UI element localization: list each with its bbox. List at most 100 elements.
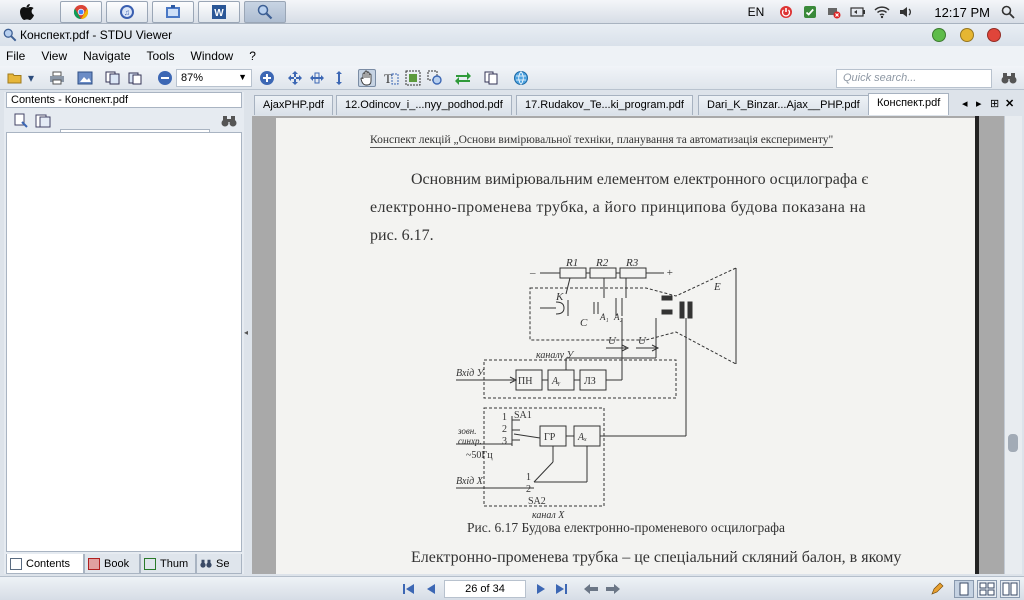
open-folder-icon[interactable] <box>6 69 24 87</box>
forward-arrow-icon[interactable] <box>604 581 622 597</box>
panel-splitter[interactable]: ◂ <box>244 92 252 574</box>
menu-navigate[interactable]: Navigate <box>83 49 131 63</box>
figure-caption: Рис. 6.17 Будова електронно-променевого … <box>467 520 785 535</box>
menu-view[interactable]: View <box>41 49 68 63</box>
volume-icon[interactable] <box>898 4 914 20</box>
print-icon[interactable] <box>48 69 66 87</box>
scrollbar-thumb[interactable] <box>1008 434 1018 452</box>
close-tab-icon[interactable]: ✕ <box>1005 98 1015 110</box>
contents-tree[interactable] <box>6 132 242 552</box>
single-page-view-button[interactable] <box>954 580 974 598</box>
open-dropdown-icon[interactable]: ▾ <box>27 71 35 85</box>
fit-height-icon[interactable] <box>330 69 348 87</box>
menu-help[interactable]: ? <box>249 49 256 63</box>
tab-contents[interactable]: Contents <box>6 554 84 574</box>
tab-search-label: Se <box>216 557 230 570</box>
quick-search-input[interactable]: Quick search... <box>836 69 992 88</box>
security-check-icon[interactable] <box>802 4 818 20</box>
previous-page-icon[interactable] <box>422 581 440 597</box>
doc-tab-ajaxphp[interactable]: AjaxPHP.pdf <box>254 95 333 115</box>
circuit-label: C <box>580 317 588 329</box>
menu-file[interactable]: File <box>6 49 26 63</box>
next-page-icon[interactable] <box>532 581 550 597</box>
collapse-all-icon[interactable] <box>34 112 52 130</box>
tab-list-icon[interactable]: ⊞ <box>990 98 1000 110</box>
zoom-in-icon[interactable] <box>258 69 276 87</box>
web-update-icon[interactable] <box>512 69 530 87</box>
tab-scroll-right-icon[interactable]: ▸ <box>976 98 982 110</box>
doc-tab-konspekt[interactable]: Конспект.pdf <box>868 93 950 115</box>
pdf-page: Конспект лекцій „Основи вимірювальної те… <box>276 118 976 574</box>
search-icon[interactable] <box>1000 4 1016 20</box>
itunes-icon: ♫ <box>120 5 134 19</box>
tab-scroll-left-icon[interactable]: ◂ <box>962 98 968 110</box>
highlight-pen-icon[interactable] <box>928 581 946 597</box>
power-icon[interactable] <box>778 4 794 20</box>
taskbar-chrome-button[interactable] <box>60 1 102 23</box>
image-select-icon[interactable] <box>404 69 422 87</box>
menu-window[interactable]: Window <box>190 49 234 63</box>
battery-icon[interactable] <box>850 4 866 20</box>
circuit-label: SA1 <box>514 410 532 421</box>
document-scrollbar[interactable] <box>1004 116 1022 574</box>
clock[interactable]: 12:17 PM <box>934 4 990 20</box>
first-page-icon[interactable] <box>400 581 418 597</box>
circuit-label: Вхід X <box>456 476 484 487</box>
window-maximize-button[interactable] <box>932 28 946 42</box>
fit-page-icon[interactable] <box>286 69 304 87</box>
tab-bookmarks[interactable]: Book <box>84 554 140 574</box>
last-page-icon[interactable] <box>552 581 570 597</box>
zoom-level-select[interactable]: 87% ▼ <box>176 69 252 87</box>
magnifier-tool-icon[interactable] <box>426 69 444 87</box>
taskbar-itunes-button[interactable]: ♫ <box>106 1 148 23</box>
circuit-label: канал X <box>532 510 565 520</box>
network-blocked-icon[interactable] <box>826 4 842 20</box>
window-minimize-button[interactable] <box>960 28 974 42</box>
document-view[interactable]: Конспект лекцій „Основи вимірювальної те… <box>252 116 1004 574</box>
doc-tab-rudakov[interactable]: 17.Rudakov_Te...ki_program.pdf <box>516 95 693 115</box>
sync-scroll-icon[interactable] <box>454 69 472 87</box>
export-image-icon[interactable] <box>76 69 94 87</box>
toolbar: ▾ 87% ▼ T Quick search... <box>0 66 1024 90</box>
svg-text:T: T <box>384 71 392 86</box>
system-tray: EN 12:17 PM <box>748 0 1024 24</box>
two-page-view-button[interactable] <box>977 580 997 598</box>
continuous-view-button[interactable] <box>1000 580 1020 598</box>
text-select-icon[interactable]: T <box>382 69 400 87</box>
page-copy-icon[interactable] <box>482 69 500 87</box>
wifi-icon[interactable] <box>874 4 890 20</box>
doc-tab-binzar[interactable]: Dari_K_Binzar...Ajax__PHP.pdf <box>698 95 869 115</box>
chevron-down-icon: ▼ <box>238 72 247 82</box>
copy-page-icon[interactable] <box>104 69 122 87</box>
apple-menu-icon[interactable] <box>6 1 48 23</box>
hand-tool-icon[interactable] <box>358 69 376 87</box>
taskbar-files-button[interactable] <box>152 1 194 23</box>
page-number-input[interactable]: 26 of 34 <box>444 580 526 598</box>
window-titlebar: Конспект.pdf - STDU Viewer <box>0 24 1024 46</box>
bookmark-icon <box>88 557 100 570</box>
zoom-level-value: 87% <box>181 72 204 84</box>
window-close-button[interactable] <box>987 28 1001 42</box>
back-arrow-icon[interactable] <box>582 581 600 597</box>
fit-width-icon[interactable] <box>308 69 326 87</box>
language-indicator[interactable]: EN <box>747 5 765 19</box>
contents-search-binoculars-icon[interactable] <box>220 112 238 130</box>
taskbar-word-button[interactable]: W <box>198 1 240 23</box>
tab-thumbnails[interactable]: Thum <box>140 554 196 574</box>
stdu-viewer-icon <box>257 4 273 20</box>
paragraph-line: рис. 6.17. <box>370 227 434 244</box>
binoculars-icon[interactable] <box>1000 69 1018 87</box>
taskbar-stdu-button[interactable] <box>244 1 286 23</box>
zoom-out-icon[interactable] <box>156 69 174 87</box>
paragraph-line: Електронно-променева трубка – це спеціал… <box>411 549 902 566</box>
tab-search[interactable]: Se <box>196 554 242 574</box>
menu-tools[interactable]: Tools <box>146 49 175 63</box>
splitter-arrow-icon: ◂ <box>244 328 249 337</box>
expand-all-icon[interactable] <box>12 112 30 130</box>
circuit-label: + <box>666 267 673 279</box>
circuit-label: Вхід У <box>456 368 485 379</box>
doc-tab-odincov[interactable]: 12.Odincov_i_...nyy_podhod.pdf <box>336 95 512 115</box>
circuit-label: E <box>713 281 721 293</box>
paste-page-icon[interactable] <box>126 69 144 87</box>
contents-panel-title: Contents - Конспект.pdf <box>6 92 242 108</box>
